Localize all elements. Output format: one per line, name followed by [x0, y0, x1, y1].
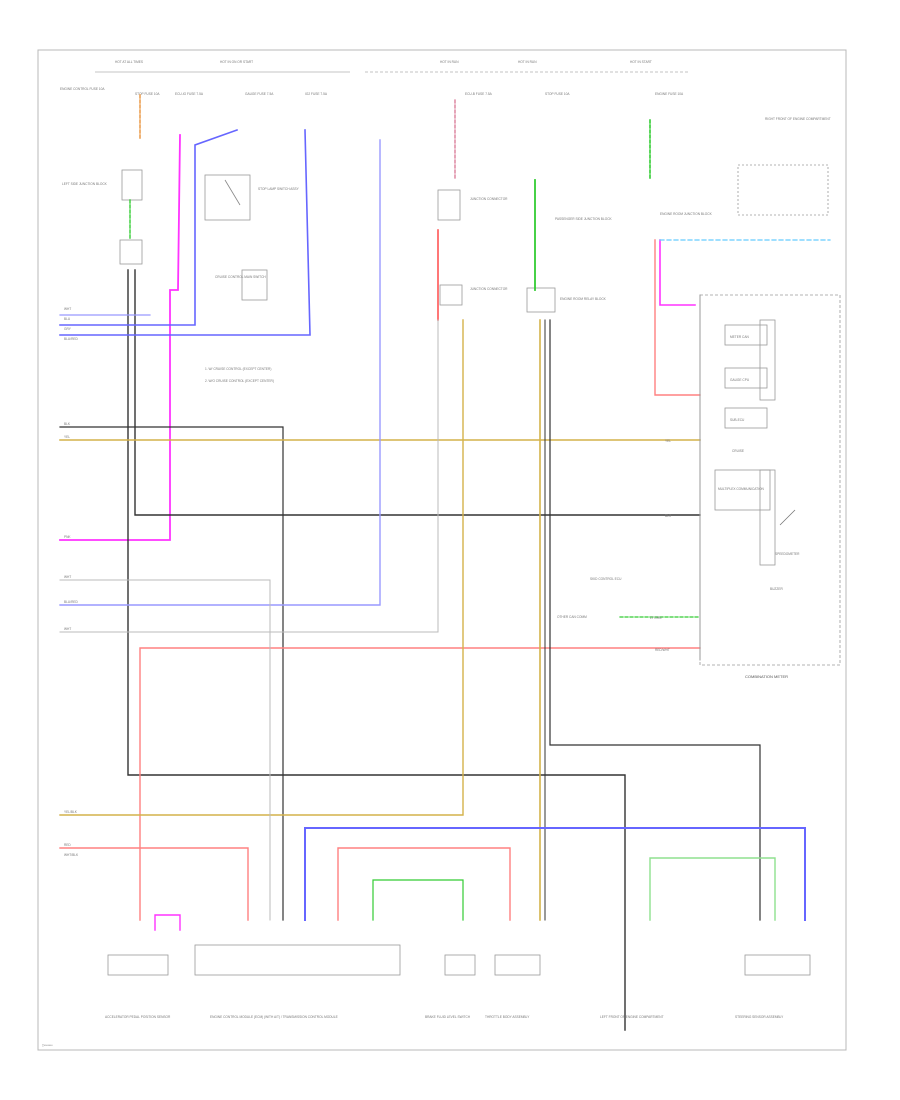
- svg-text:CRUISE CONTROL MAIN SWITCH: CRUISE CONTROL MAIN SWITCH: [215, 275, 266, 279]
- brake-fluid-label: BRAKE FLUID LEVEL SWITCH: [425, 1015, 471, 1019]
- left-junction-block: LEFT SIDE JUNCTION BLOCK: [62, 169, 143, 265]
- svg-text:WHT/BLK: WHT/BLK: [64, 853, 79, 857]
- svg-text:RED/WHT: RED/WHT: [655, 648, 670, 652]
- right-front-ground: RIGHT FRONT OF ENGINE COMPARTMENT ENGINE…: [660, 117, 831, 216]
- svg-text:GRY: GRY: [64, 327, 72, 331]
- wire-annotations: WHT BLU GRY BLU/RED BLK YEL PNK WHT BLU/…: [64, 307, 672, 857]
- svg-text:STOP LAMP SWITCH ASSY: STOP LAMP SWITCH ASSY: [258, 187, 300, 191]
- svg-text:BLU/RED: BLU/RED: [64, 337, 79, 341]
- throttle-body-label: THROTTLE BODY ASSEMBLY: [485, 1015, 530, 1019]
- power-source-label: HOT IN ON OR START: [220, 60, 253, 64]
- svg-text:BLK: BLK: [665, 514, 672, 518]
- left-front-ground-label: LEFT FRONT OF ENGINE COMPARTMENT: [600, 1015, 664, 1019]
- svg-text:ENGINE ROOM RELAY BLOCK: ENGINE ROOM RELAY BLOCK: [560, 297, 607, 301]
- svg-text:BLU/RED: BLU/RED: [64, 600, 79, 604]
- combination-meter: COMBINATION METER METER CAN GAUGE CPU SU…: [699, 294, 841, 679]
- top-power-rails: HOT AT ALL TIMES HOT IN ON OR START HOT …: [95, 60, 690, 73]
- svg-text:WHT: WHT: [64, 307, 71, 311]
- steering-sensor-label: STEERING SENSOR ASSEMBLY: [735, 1015, 784, 1019]
- power-source-label: HOT IN RUN: [518, 60, 537, 64]
- skid-control-ecu: SKID CONTROL ECU OTHER CAN COMM: [557, 577, 622, 619]
- fuse-label: STOP FUSE 10A: [545, 92, 570, 96]
- svg-text:ENGINE ROOM JUNCTION BLOCK: ENGINE ROOM JUNCTION BLOCK: [660, 212, 713, 216]
- svg-text:CRUISE: CRUISE: [732, 449, 744, 453]
- svg-text:PASSENGER SIDE JUNCTION BLOCK: PASSENGER SIDE JUNCTION BLOCK: [555, 217, 612, 221]
- legend-note: 1. W/ CRUISE CONTROL (EXCEPT CENTER): [205, 367, 271, 371]
- svg-text:SUB-ECU: SUB-ECU: [730, 418, 745, 422]
- bottom-components: ACCELERATOR PEDAL POSITION SENSOR ENGINE…: [105, 944, 811, 1019]
- throttle-body-box: [494, 954, 541, 976]
- junction-connector: JUNCTION CONNECTOR JUNCTION CONNECTOR: [437, 189, 508, 306]
- legend: 1. W/ CRUISE CONTROL (EXCEPT CENTER) 2. …: [205, 367, 274, 383]
- power-source-label: HOT IN START: [630, 60, 652, 64]
- svg-text:YEL: YEL: [64, 435, 70, 439]
- power-source-label: HOT AT ALL TIMES: [115, 60, 143, 64]
- fuse-label: ECU-B FUSE 7.5A: [465, 92, 493, 96]
- svg-text:BLK: BLK: [64, 422, 71, 426]
- svg-text:PNK: PNK: [64, 535, 71, 539]
- svg-text:LT GRN: LT GRN: [650, 616, 662, 620]
- fuse-label: ENGINE CONTROL FUSE 10A: [60, 87, 105, 91]
- svg-text:BUZZER: BUZZER: [770, 587, 783, 591]
- fuse-label: IG2 FUSE 7.5A: [305, 92, 328, 96]
- cruise-main-switch: CRUISE CONTROL MAIN SWITCH: [215, 269, 268, 301]
- svg-text:JUNCTION CONNECTOR: JUNCTION CONNECTOR: [470, 287, 508, 291]
- svg-text:WHT: WHT: [64, 627, 71, 631]
- svg-text:WHT: WHT: [64, 575, 71, 579]
- legend-note: 2. W/O CRUISE CONTROL (EXCEPT CENTER): [205, 379, 274, 383]
- power-source-label: HOT IN RUN: [440, 60, 459, 64]
- svg-text:SPEEDOMETER: SPEEDOMETER: [775, 552, 800, 556]
- svg-text:JUNCTION CONNECTOR: JUNCTION CONNECTOR: [470, 197, 508, 201]
- ecm-label: ENGINE CONTROL MODULE (ECM) (WITH A/T) /…: [210, 1015, 338, 1019]
- fuse-label: STOP FUSE 10A: [135, 92, 160, 96]
- svg-text:METER CAN: METER CAN: [730, 335, 749, 339]
- svg-text:YEL: YEL: [665, 439, 671, 443]
- svg-text:SKID CONTROL ECU: SKID CONTROL ECU: [590, 577, 622, 581]
- svg-text:LEFT SIDE JUNCTION BLOCK: LEFT SIDE JUNCTION BLOCK: [62, 182, 108, 186]
- svg-text:MULTIPLEX COMMUNICATION: MULTIPLEX COMMUNICATION: [718, 487, 764, 491]
- svg-text:RIGHT FRONT OF ENGINE COMPARTM: RIGHT FRONT OF ENGINE COMPARTMENT: [765, 117, 831, 121]
- fuse-label: GAUGE FUSE 7.5A: [245, 92, 274, 96]
- svg-text:COMBINATION METER: COMBINATION METER: [745, 674, 788, 679]
- fuse-label: ENGINE FUSE 10A: [655, 92, 684, 96]
- svg-text:YEL/BLK: YEL/BLK: [64, 810, 78, 814]
- steering-sensor-box: [744, 954, 811, 976]
- ecm-box: [194, 944, 401, 976]
- brake-fluid-box: [444, 954, 476, 976]
- fuse-labels: ENGINE CONTROL FUSE 10A STOP FUSE 10A EC…: [60, 87, 684, 96]
- footer-code: T*******: [42, 1044, 53, 1048]
- svg-text:GAUGE CPU: GAUGE CPU: [730, 378, 750, 382]
- wires: [59, 94, 831, 1031]
- stop-lamp-switch: STOP LAMP SWITCH ASSY: [204, 174, 300, 221]
- svg-text:RED: RED: [64, 843, 71, 847]
- diagram-frame: [37, 49, 847, 1051]
- accelerator-sensor-label: ACCELERATOR PEDAL POSITION SENSOR: [105, 1015, 171, 1019]
- svg-text:BLU: BLU: [64, 317, 71, 321]
- accelerator-sensor-box: [107, 954, 169, 976]
- svg-text:OTHER CAN COMM: OTHER CAN COMM: [557, 615, 587, 619]
- fuse-label: ECU-IG FUSE 7.5A: [175, 92, 204, 96]
- engine-room-relay-block: ENGINE ROOM RELAY BLOCK PASSENGER SIDE J…: [526, 217, 612, 313]
